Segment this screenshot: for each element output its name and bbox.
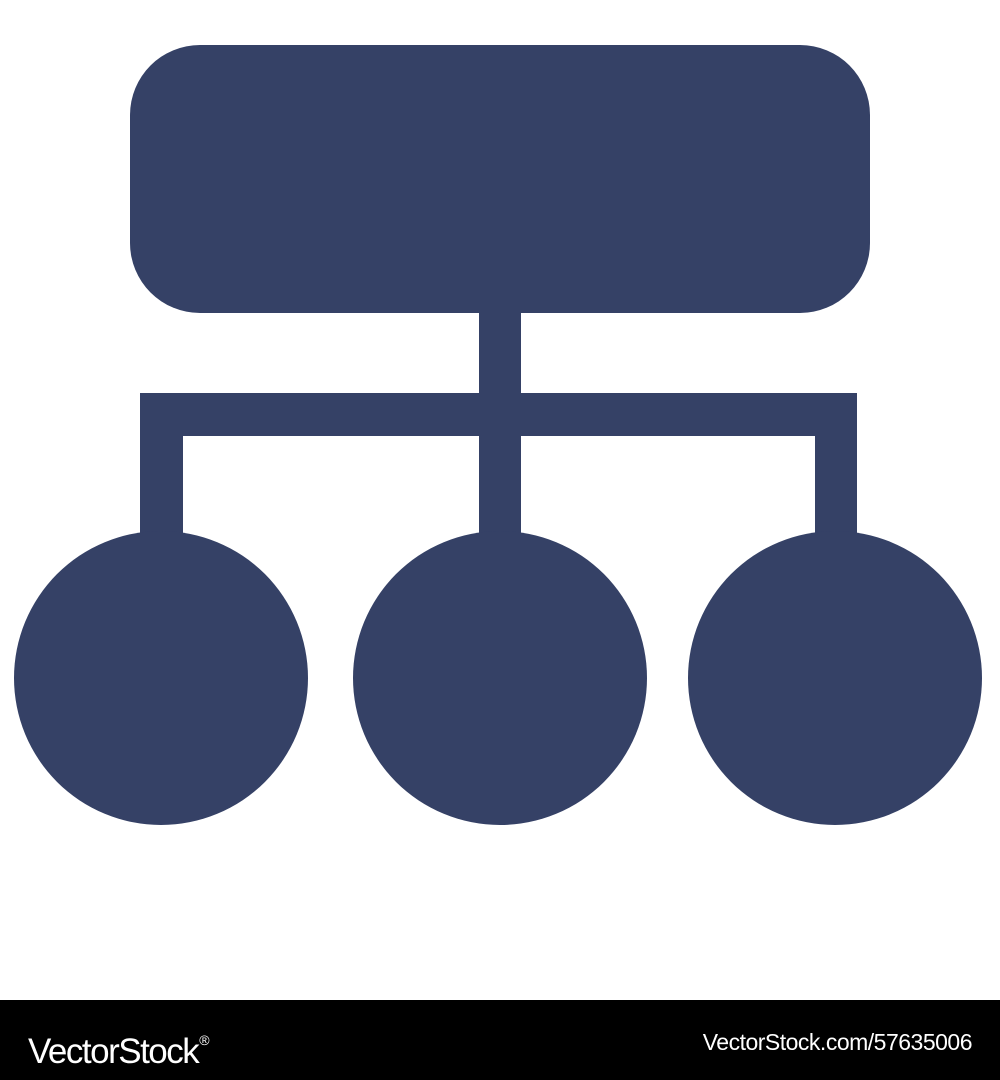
top-node xyxy=(130,45,870,313)
left-child-node xyxy=(14,531,308,825)
watermark-footer: VectorStock® VectorStock.com/57635006 xyxy=(0,1000,1000,1080)
vectorstock-logo-text: VectorStock xyxy=(28,1032,200,1071)
hierarchy-icon xyxy=(14,45,982,825)
vectorstock-logo: VectorStock® xyxy=(28,1020,210,1072)
center-child-node xyxy=(353,531,647,825)
right-child-node xyxy=(688,531,982,825)
image-id-text: VectorStock.com/57635006 xyxy=(702,1029,973,1055)
left-branch-connector xyxy=(140,420,183,540)
hierarchy-icon-shapes xyxy=(14,45,982,825)
registered-mark: ® xyxy=(199,1032,209,1048)
center-branch-connector xyxy=(479,420,521,540)
right-branch-connector xyxy=(815,420,857,540)
